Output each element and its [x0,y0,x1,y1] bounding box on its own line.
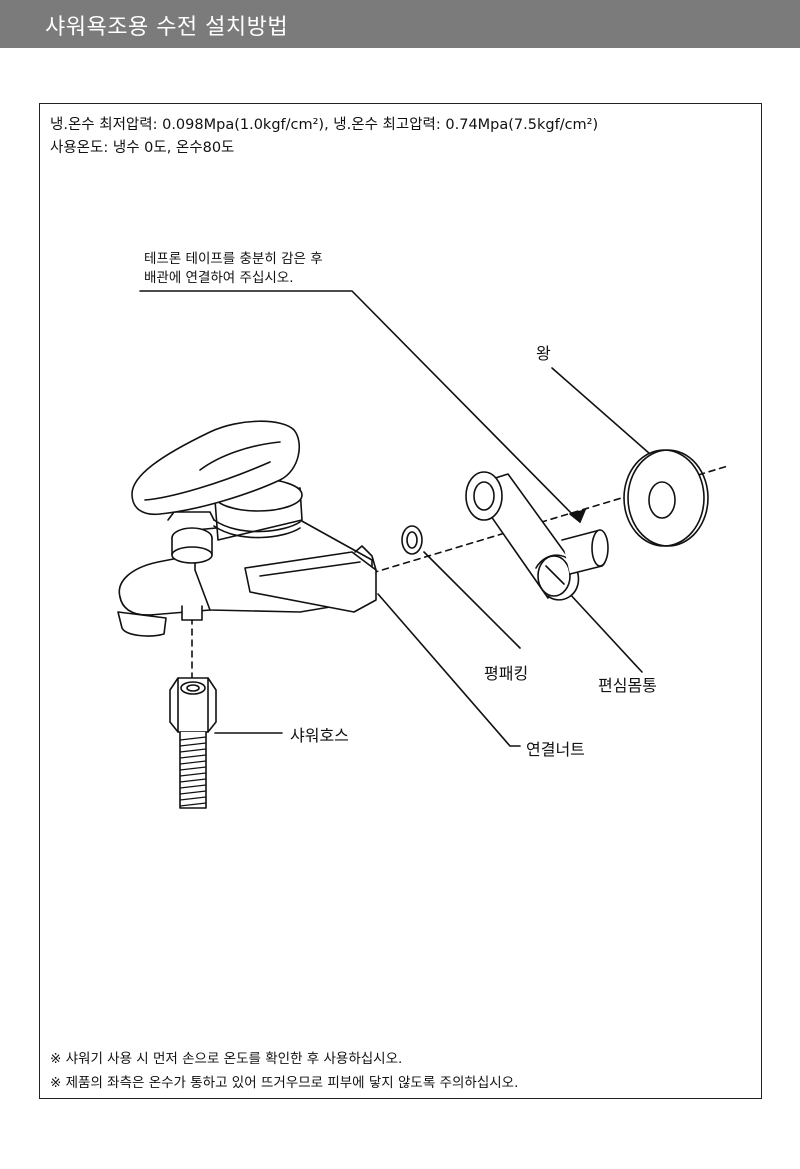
temperature-spec: 사용온도: 냉수 0도, 온수80도 [50,140,235,156]
instruction-frame [39,103,762,1099]
teflon-arrow [569,509,586,523]
caution-note-2: ※ 제품의 좌측은 온수가 통하고 있어 뜨거우므로 피부에 닿지 않도록 주의… [50,1075,519,1091]
flat-packing-washer [401,525,423,555]
page-title: 샤워욕조용 수전 설치방법 [45,15,289,40]
wall-flange [623,449,709,547]
eccentric-body-label: 편심몸통 [598,676,657,695]
hose-thread [179,736,207,807]
teflon-instruction-line1: 테프론 테이프를 충분히 감은 후 [144,251,323,267]
nut-leader [377,593,521,747]
shower-hose-fitting [169,677,217,809]
eccentric-body [465,471,609,601]
header-bar: 샤워욕조용 수전 설치방법 [0,0,800,48]
wang-label: 왕 [536,344,551,363]
flat-packing-label: 평패킹 [484,664,529,683]
connection-nut-label: 연결너트 [526,740,585,759]
pressure-spec: 냉.온수 최저압력: 0.098Mpa(1.0kgf/cm²), 냉.온수 최고… [50,117,599,133]
faucet-body [117,420,377,637]
shower-hose-label: 샤워호스 [290,726,349,745]
wang-leader [551,367,651,455]
teflon-instruction-line2: 배관에 연결하여 주십시오. [144,270,294,286]
packing-leader [423,551,521,649]
eccentric-leader [567,591,643,673]
teflon-leader [139,290,581,523]
caution-note-1: ※ 샤워기 사용 시 먼저 손으로 온도를 확인한 후 사용하십시오. [50,1051,403,1067]
